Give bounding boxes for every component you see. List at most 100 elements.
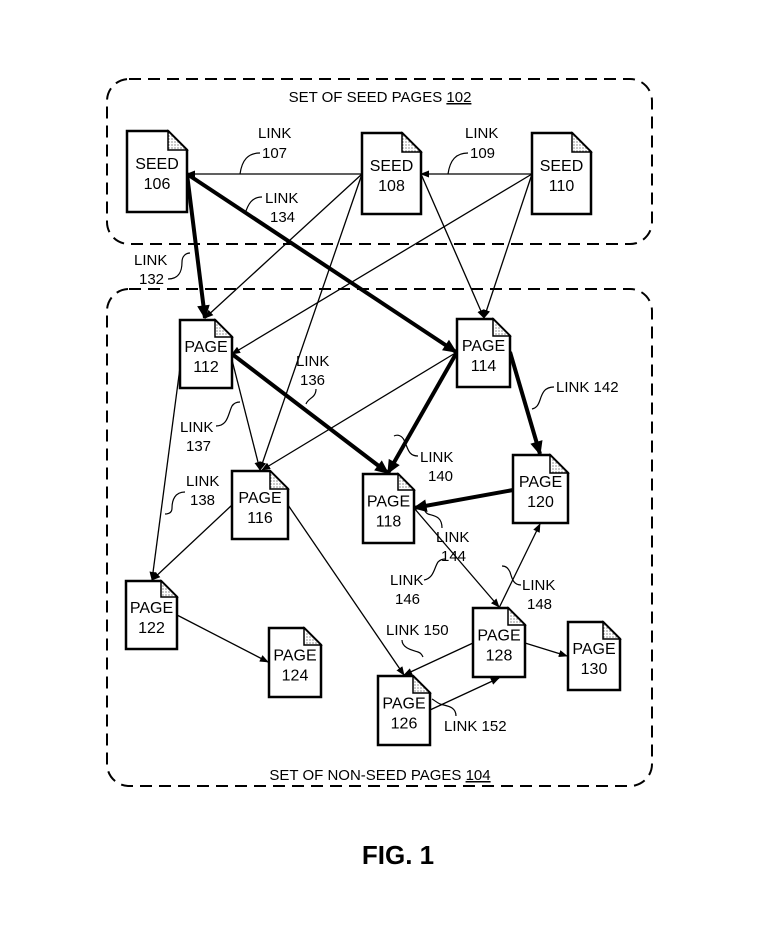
svg-text:LINK: LINK — [390, 572, 423, 589]
svg-text:LINK: LINK — [258, 125, 291, 142]
folded-corner-icon — [571, 131, 593, 153]
svg-text:LINK 152: LINK 152 — [444, 718, 507, 735]
node-ref-label: 114 — [471, 358, 497, 375]
folded-corner-icon — [269, 469, 290, 490]
edge-label-138: LINK 138 — [164, 473, 219, 515]
node-ref-label: 118 — [376, 513, 402, 530]
node-kind-label: PAGE — [273, 647, 316, 664]
node-ref-label: 112 — [193, 359, 219, 376]
document-icon — [360, 131, 423, 216]
edge-108-to-114 — [420, 173, 485, 319]
svg-text:LINK: LINK — [180, 419, 213, 436]
page-128: PAGE 128 — [471, 606, 527, 679]
svg-text:LINK: LINK — [186, 473, 219, 490]
svg-text:LINK: LINK — [265, 190, 298, 207]
seed-page-110: SEED 110 — [530, 131, 593, 216]
node-ref-label: 124 — [282, 667, 309, 684]
non-seed-group-label: SET OF NON-SEED PAGES 104 — [269, 767, 490, 784]
edge-label-136: LINK 136 — [296, 353, 329, 405]
node-ref-label: 108 — [378, 178, 405, 195]
svg-text:140: 140 — [428, 468, 453, 485]
node-kind-label: SEED — [540, 158, 584, 175]
edge-110-to-114 — [483, 173, 533, 319]
edge-label-146: LINK 146 — [390, 558, 446, 608]
node-ref-label: 126 — [391, 715, 418, 732]
edge-128-to-120 — [498, 523, 541, 609]
node-kind-label: PAGE — [382, 695, 425, 712]
node-ref-label: 120 — [527, 494, 554, 511]
document-icon — [530, 131, 593, 216]
page-114: PAGE 114 — [455, 317, 512, 389]
svg-text:144: 144 — [441, 548, 466, 565]
node-kind-label: PAGE — [238, 490, 281, 507]
node-kind-label: PAGE — [130, 600, 173, 617]
figure-title: FIG. 1 — [362, 840, 434, 870]
page-126: PAGE 126 — [376, 674, 432, 747]
edge-labels-layer: LINK 107 LINK 109 LINK 134 LINK 132 LINK… — [134, 125, 619, 735]
node-kind-label: PAGE — [184, 339, 227, 356]
seed-page-108: SEED 108 — [360, 131, 423, 216]
edge-108-to-116 — [259, 173, 363, 471]
node-ref-label: 128 — [486, 647, 513, 664]
node-ref-label: 110 — [549, 178, 575, 195]
edge-label-134: LINK 134 — [244, 190, 298, 226]
edge-label-109: LINK 109 — [447, 125, 498, 175]
node-kind-label: SEED — [135, 156, 179, 173]
edges-layer — [149, 170, 568, 711]
page-116: PAGE 116 — [230, 469, 290, 541]
document-icon — [124, 579, 179, 651]
edge-114-to-116 — [261, 351, 458, 471]
edge-118-to-128 — [413, 507, 500, 608]
non-seed-pages-group: SET OF NON-SEED PAGES 104 — [106, 288, 653, 787]
edge-108-to-112 — [204, 173, 363, 319]
edge-128-to-130 — [524, 642, 568, 658]
folded-corner-icon — [412, 674, 432, 694]
svg-text:LINK 150: LINK 150 — [386, 622, 449, 639]
document-icon — [361, 472, 416, 545]
node-ref-label: 106 — [144, 176, 171, 193]
svg-text:109: 109 — [470, 145, 495, 162]
edge-122-to-124 — [176, 614, 269, 663]
folded-corner-icon — [507, 606, 527, 626]
edge-label-107: LINK 107 — [239, 125, 291, 175]
edge-label-150: LINK 150 — [386, 622, 449, 658]
page-124: PAGE 124 — [267, 626, 323, 699]
svg-text:137: 137 — [186, 438, 211, 455]
folded-corner-icon — [492, 317, 512, 337]
svg-text:132: 132 — [139, 271, 164, 288]
svg-text:LINK: LINK — [420, 449, 453, 466]
node-ref-label: 116 — [247, 510, 273, 527]
node-kind-label: PAGE — [477, 627, 520, 644]
svg-text:107: 107 — [262, 145, 287, 162]
folded-corner-icon — [549, 453, 570, 474]
edge-106-to-112 — [185, 173, 210, 320]
folded-corner-icon — [397, 472, 416, 491]
node-kind-label: PAGE — [462, 338, 505, 355]
svg-text:134: 134 — [270, 209, 295, 226]
seed-pages-group: SET OF SEED PAGES 102 — [106, 78, 653, 245]
folded-corner-icon — [167, 129, 189, 151]
svg-text:146: 146 — [395, 591, 420, 608]
node-kind-label: SEED — [370, 158, 414, 175]
edge-label-144: LINK 144 — [423, 505, 469, 565]
edge-114-to-118 — [386, 351, 459, 475]
svg-text:138: 138 — [190, 492, 215, 509]
folded-corner-icon — [160, 579, 179, 598]
svg-text:LINK: LINK — [134, 252, 167, 269]
svg-text:136: 136 — [300, 372, 325, 389]
edge-120-to-118 — [412, 488, 514, 512]
edge-128-to-126 — [403, 642, 474, 676]
nodes-layer: SEED106SEED108SEED110PAGE112PAGE114PAGE1… — [124, 129, 622, 747]
edge-label-140: LINK 140 — [393, 434, 453, 485]
edge-116-to-126 — [287, 504, 405, 676]
folded-corner-icon — [303, 626, 323, 646]
svg-text:148: 148 — [527, 596, 552, 613]
svg-text:LINK 142: LINK 142 — [556, 379, 619, 396]
svg-text:LINK: LINK — [296, 353, 329, 370]
svg-text:LINK: LINK — [522, 577, 555, 594]
edge-112-to-122 — [149, 359, 182, 581]
